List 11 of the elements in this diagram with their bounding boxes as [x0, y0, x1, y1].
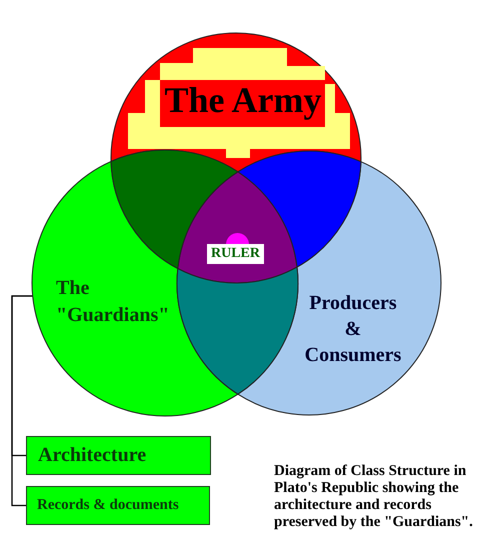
- item-label: Records & documents: [37, 496, 179, 514]
- item-box: [26, 436, 211, 475]
- set-label: Producers & Consumers: [304, 291, 402, 368]
- set-label: The "Guardians": [56, 276, 170, 328]
- bracket-line: [11, 295, 33, 506]
- item-box: [26, 486, 210, 525]
- set-label: The Army: [164, 80, 322, 122]
- overlap-region: [176, 266, 299, 396]
- item-label: Architecture: [38, 444, 146, 467]
- ruler-label: RULER: [207, 244, 264, 264]
- caption-text: Diagram of Class Structure in Plato's Republic showing the architecture and records preserved by the "Guardians".: [274, 463, 474, 531]
